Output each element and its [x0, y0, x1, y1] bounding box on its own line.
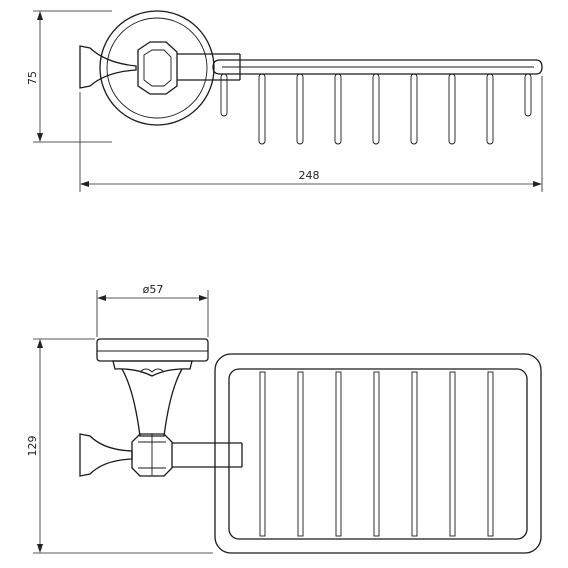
- bar: [335, 371, 342, 537]
- tine: [486, 73, 494, 145]
- front-handle-end: [79, 433, 133, 477]
- tine: [448, 73, 456, 145]
- bar: [259, 371, 266, 537]
- dimension-label-diameter: ø57: [143, 283, 164, 296]
- bar: [411, 371, 418, 537]
- bottom-view: ø57 129: [26, 283, 542, 554]
- tine: [334, 73, 342, 145]
- hex-nut-outer: [137, 41, 178, 95]
- front-hex-nut-inner: [138, 434, 166, 476]
- rosette-plate: [96, 338, 209, 362]
- tine: [258, 73, 266, 145]
- rosette-outer: [99, 10, 215, 126]
- bar: [449, 371, 456, 537]
- dimension-label-248: 248: [299, 169, 320, 182]
- bar: [297, 371, 304, 537]
- basket-inner-frame: [228, 368, 528, 540]
- basket-outer-frame: [214, 353, 542, 554]
- stem: [121, 368, 183, 437]
- cap-decor: [139, 368, 165, 373]
- dimension-label-129: 129: [26, 436, 39, 457]
- dimension-top-height: 75: [26, 10, 112, 143]
- tine: [410, 73, 418, 145]
- basket-bars: [259, 371, 494, 537]
- hex-nut-inner: [143, 49, 172, 87]
- handle-end: [79, 45, 137, 89]
- rosette-inner: [106, 17, 208, 119]
- tine: [220, 73, 228, 117]
- basket-top-rail: [212, 59, 543, 75]
- bar: [487, 371, 494, 537]
- dimension-label-75: 75: [26, 71, 39, 85]
- cap: [112, 360, 193, 377]
- dimension-top-width: 248: [79, 76, 543, 192]
- dimension-bottom-height: 129: [26, 338, 213, 554]
- dimension-diameter: ø57: [96, 283, 209, 337]
- bar: [373, 371, 380, 537]
- tine: [296, 73, 304, 145]
- basket-tines: [220, 73, 532, 145]
- tine: [524, 73, 532, 117]
- top-view: 75 248: [26, 10, 543, 192]
- tine: [372, 73, 380, 145]
